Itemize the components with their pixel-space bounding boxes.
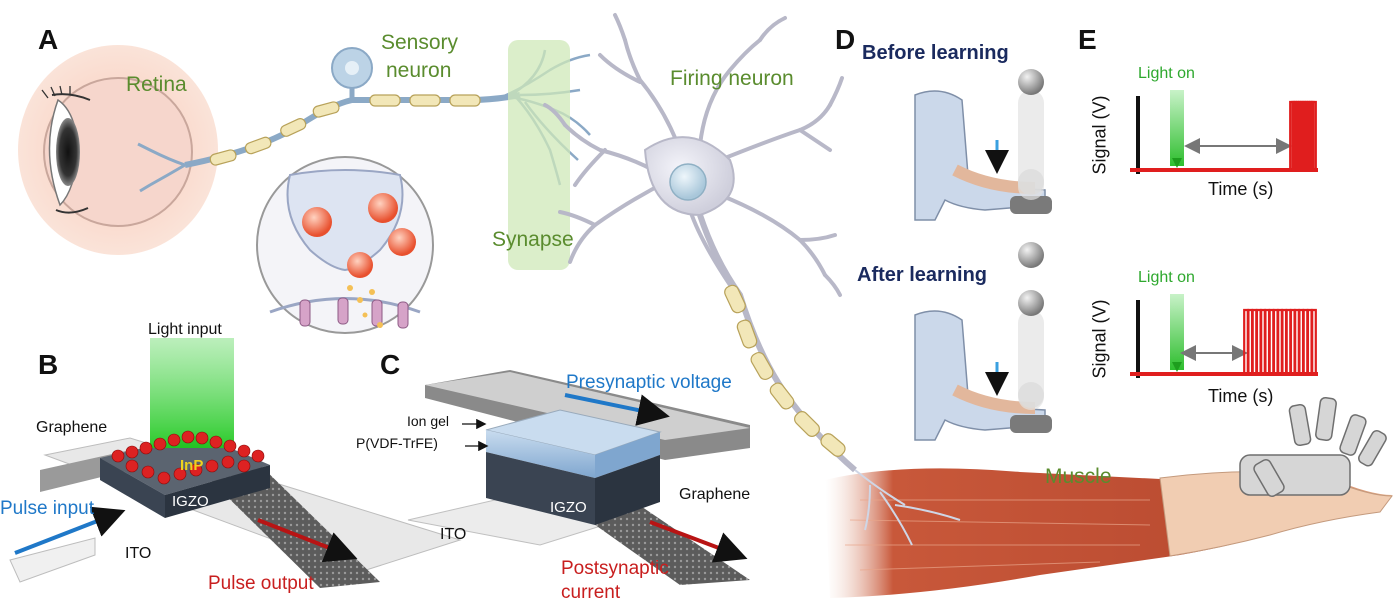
firing-neuron-label: Firing neuron — [670, 67, 794, 90]
light-input-label: Light input — [148, 321, 222, 338]
signal-plot-top — [1130, 90, 1318, 174]
panel-label-e: E — [1078, 24, 1097, 55]
light-on-label-bottom: Light on — [1138, 269, 1195, 286]
spike-bottom — [1268, 308, 1275, 374]
spike-bottom — [1294, 308, 1300, 374]
spike-bottom — [1281, 308, 1288, 374]
sensory-label-line2: neuron — [386, 59, 452, 82]
ito-label-c: ITO — [440, 526, 467, 543]
spike-bottom — [1255, 308, 1262, 374]
pvdf-label: P(VDF-TrFE) — [356, 435, 438, 451]
spike-bottom — [1272, 308, 1279, 374]
spike-bottom — [1247, 308, 1254, 374]
spike-bottom — [1264, 308, 1271, 374]
spike-bottom — [1311, 308, 1317, 374]
y-axis-label-bottom: Signal (V) — [1089, 299, 1110, 379]
eye-illustration — [18, 45, 218, 255]
arm-before-illustration — [914, 69, 1052, 268]
spike-bottom — [1302, 308, 1309, 374]
robotic-hand-illustration — [1239, 396, 1387, 498]
x-axis-label-bottom: Time (s) — [1208, 386, 1274, 406]
light-beam-top — [1170, 90, 1184, 166]
spike-train-bottom — [1243, 308, 1317, 374]
muscle-label: Muscle — [1045, 465, 1112, 488]
light-on-label-top: Light on — [1138, 65, 1195, 82]
igzo-label-b: IGZO — [172, 493, 209, 510]
graphene-label-b: Graphene — [36, 419, 108, 436]
inp-label: InP — [180, 457, 204, 474]
spike-bottom — [1306, 308, 1313, 374]
panel-label-c: C — [380, 349, 401, 380]
light-beam-bottom — [1170, 294, 1184, 370]
device-b-illustration — [9, 338, 462, 588]
spike-train-top — [1289, 100, 1317, 170]
retina-label: Retina — [126, 73, 187, 96]
ion-gel-label: Ion gel — [407, 413, 450, 429]
spike-bottom — [1298, 308, 1305, 374]
y-axis-label-top: Signal (V) — [1089, 95, 1110, 175]
presynaptic-voltage-label: Presynaptic voltage — [566, 372, 732, 393]
signal-plot-bottom — [1130, 294, 1318, 378]
arm-after-illustration — [914, 290, 1052, 441]
device-c-illustration — [407, 370, 750, 585]
spike-bottom — [1251, 308, 1258, 374]
synapse-zone — [508, 40, 570, 270]
panel-label-b: B — [38, 349, 59, 380]
pulse-input-label: Pulse input — [0, 498, 95, 519]
pulse-output-label: Pulse output — [208, 573, 314, 594]
synapse-label: Synapse — [492, 228, 574, 251]
synapse-inset — [256, 156, 434, 334]
x-axis-label-top: Time (s) — [1208, 179, 1274, 199]
spike-top — [1311, 100, 1317, 170]
postsynaptic-label-line1: Postsynaptic — [561, 558, 669, 579]
firing-neuron-illustration — [543, 13, 857, 473]
igzo-label-c: IGZO — [550, 499, 587, 516]
panel-label-a: A — [38, 24, 59, 55]
spike-bottom — [1260, 308, 1266, 374]
spike-bottom — [1285, 308, 1292, 374]
before-learning-label: Before learning — [862, 42, 1009, 64]
ito-label-b: ITO — [125, 545, 152, 562]
sensory-label-line1: Sensory — [381, 31, 459, 54]
postsynaptic-label-line2: current — [561, 582, 621, 603]
spike-bottom — [1243, 308, 1249, 374]
after-learning-label: After learning — [857, 264, 988, 286]
spike-bottom — [1289, 308, 1296, 374]
panel-label-d: D — [835, 24, 856, 55]
graphene-label-c: Graphene — [679, 486, 751, 503]
spike-bottom — [1277, 308, 1283, 374]
